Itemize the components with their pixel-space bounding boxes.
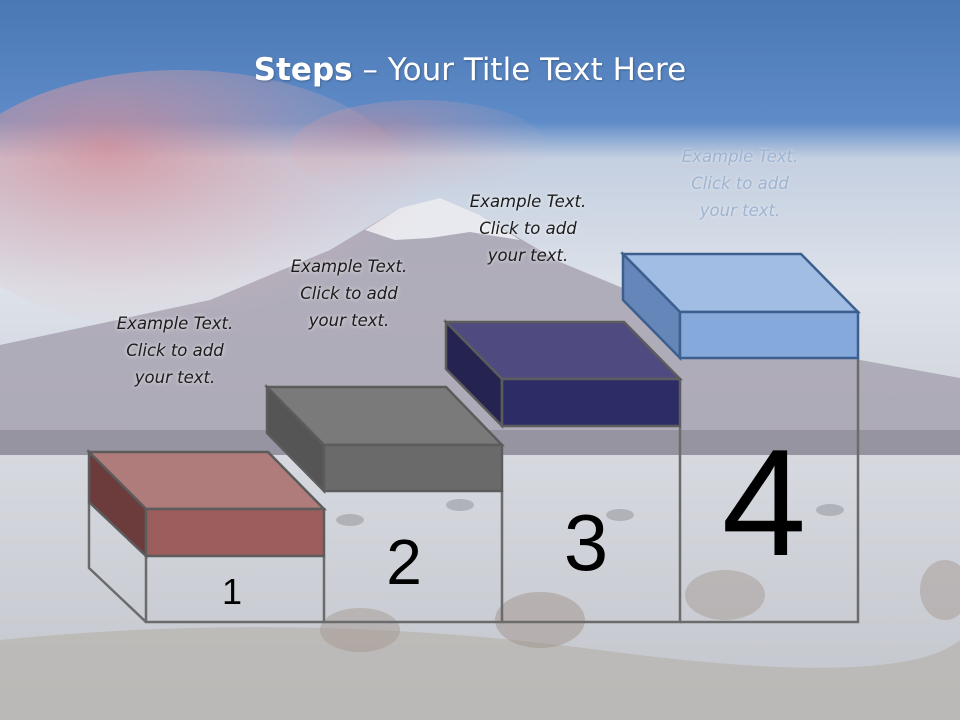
step-outlines bbox=[87, 358, 860, 624]
step-2-block[interactable] bbox=[264, 383, 505, 495]
page-title[interactable]: Steps – Your Title Text Here bbox=[0, 52, 940, 88]
step-3-number: 3 bbox=[564, 498, 609, 587]
step-3-text[interactable]: Example Text. Click to add your text. bbox=[469, 192, 587, 265]
step-3-block[interactable] bbox=[443, 318, 683, 430]
step-4-block[interactable] bbox=[620, 250, 861, 362]
step-4-outline bbox=[680, 358, 860, 624]
step-1-side-outline bbox=[87, 502, 147, 623]
step-2-outline bbox=[322, 491, 504, 624]
step-4-number: 4 bbox=[722, 418, 807, 588]
step-1-block[interactable] bbox=[85, 448, 327, 559]
title-bold: Steps bbox=[253, 52, 353, 88]
step-4-text[interactable]: Example Text. Click to add your text. bbox=[681, 147, 799, 220]
step-1-number: 1 bbox=[222, 571, 242, 612]
step-2-number: 2 bbox=[386, 526, 422, 598]
step-1-text[interactable]: Example Text. Click to add your text. bbox=[116, 314, 234, 387]
title-rest: – Your Title Text Here bbox=[352, 52, 687, 88]
step-2-text[interactable]: Example Text. Click to add your text. bbox=[290, 257, 408, 330]
